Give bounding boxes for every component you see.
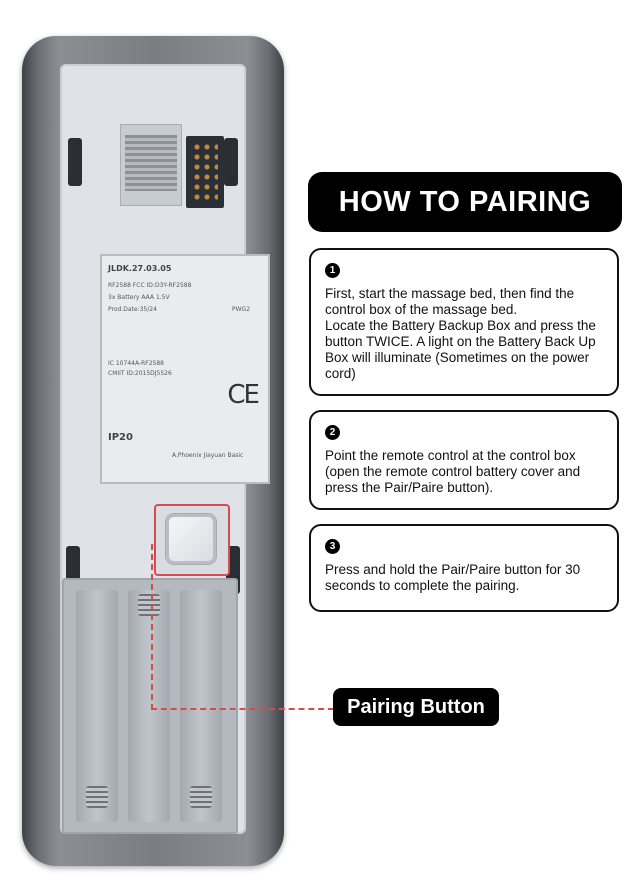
label-footer: A.Phoenix Jiayuan Basic bbox=[172, 452, 244, 459]
pairing-button-callout: Pairing Button bbox=[333, 688, 499, 726]
battery-slot bbox=[180, 590, 222, 822]
callout-line bbox=[151, 544, 153, 710]
pairing-button-highlight bbox=[154, 504, 230, 576]
step-text: First, start the massage bed, then find … bbox=[325, 286, 596, 381]
step-number-1-icon: 1 bbox=[325, 263, 340, 278]
step-number-3-icon: 3 bbox=[325, 539, 340, 554]
battery-cover-clip bbox=[68, 138, 82, 186]
step-card-1: 1 First, start the massage bed, then fin… bbox=[309, 248, 619, 396]
step-text: Point the remote control at the control … bbox=[325, 448, 581, 495]
label-ip-rating: IP20 bbox=[108, 432, 133, 443]
label-line: RF2588 FCC ID:D3Y-RF2588 bbox=[108, 282, 192, 289]
label-line: PWG2 bbox=[232, 306, 251, 313]
label-line: CMIIT ID:2015DJ5526 bbox=[108, 370, 172, 377]
sensor-window bbox=[120, 124, 182, 206]
step-text: Press and hold the Pair/Paire button for… bbox=[325, 562, 581, 593]
label-line: IC 10744A-RF2588 bbox=[108, 360, 164, 367]
remote-control-image: JLDK.27.03.05 RF2588 FCC ID:D3Y-RF2588 3… bbox=[22, 36, 284, 866]
label-line: 3x Battery AAA 1.5V bbox=[108, 294, 170, 301]
battery-cover-clip bbox=[224, 138, 238, 186]
battery-spring bbox=[138, 594, 160, 616]
ce-mark-icon: CE bbox=[227, 380, 260, 410]
circuit-board-chip bbox=[186, 136, 224, 208]
label-model: JLDK.27.03.05 bbox=[108, 264, 172, 273]
step-card-3: 3 Press and hold the Pair/Paire button f… bbox=[309, 524, 619, 612]
battery-slot bbox=[76, 590, 118, 822]
battery-spring bbox=[86, 786, 108, 808]
page-title: HOW TO PAIRING bbox=[338, 185, 592, 218]
battery-compartment bbox=[62, 578, 238, 834]
callout-label: Pairing Button bbox=[347, 695, 485, 718]
battery-spring bbox=[190, 786, 212, 808]
battery-slot bbox=[128, 590, 170, 822]
callout-line bbox=[151, 708, 334, 710]
step-card-2: 2 Point the remote control at the contro… bbox=[309, 410, 619, 510]
label-line: Prod.Date:35/24 bbox=[108, 306, 157, 313]
pairing-button[interactable] bbox=[166, 514, 216, 564]
title-banner: HOW TO PAIRING bbox=[308, 172, 622, 232]
product-label: JLDK.27.03.05 RF2588 FCC ID:D3Y-RF2588 3… bbox=[100, 254, 270, 484]
step-number-2-icon: 2 bbox=[325, 425, 340, 440]
